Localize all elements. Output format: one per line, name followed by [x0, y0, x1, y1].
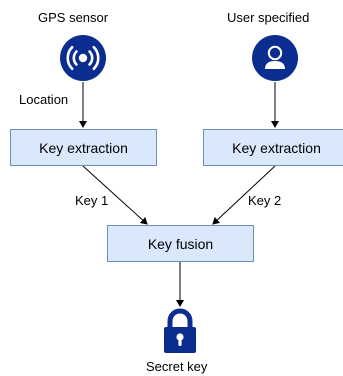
key-fusion-box: Key fusion — [107, 225, 254, 262]
gps-sensor-node — [60, 35, 106, 81]
secret-key-node — [162, 307, 198, 355]
lock-icon — [164, 308, 196, 353]
key-extraction-right-label: Key extraction — [232, 139, 321, 156]
key-extraction-right-box: Key extraction — [203, 129, 343, 166]
user-specified-node — [252, 35, 298, 81]
key-fusion-label: Key fusion — [147, 235, 214, 252]
edge-label-location: Location — [19, 92, 69, 107]
secret-key-label: Secret key — [146, 359, 208, 374]
user-specified-title: User specified — [227, 10, 310, 25]
arrow-key1 — [82, 165, 148, 225]
wireless-signal-icon — [60, 35, 106, 81]
edge-label-key2: Key 2 — [248, 193, 282, 208]
gps-sensor-title: GPS sensor — [38, 10, 109, 25]
key-extraction-left-label: Key extraction — [39, 139, 128, 156]
user-profile-icon — [252, 35, 298, 81]
arrow-key2 — [212, 165, 276, 225]
edge-label-key1: Key 1 — [75, 193, 109, 208]
key-extraction-left-box: Key extraction — [10, 129, 157, 166]
